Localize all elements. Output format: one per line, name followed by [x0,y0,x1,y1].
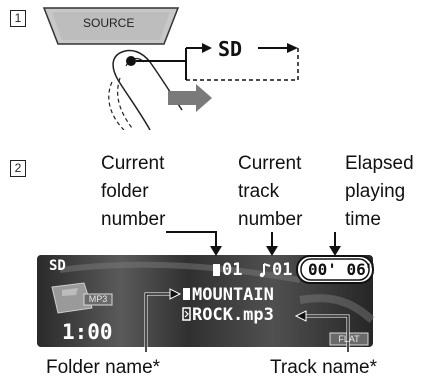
label-current-folder-number-line1: Current [101,153,165,174]
display-format-tag: MP3 [88,294,108,304]
display-eq-tag: FLAT [338,334,360,344]
source-sd-label: SD [218,37,243,61]
label-elapsed-time-line2: playing [345,181,406,202]
folder-number-connector [166,231,217,248]
display-track-name: ROCK.mp3 [192,305,274,325]
direction-arrow-icon [168,84,212,112]
step-1-number: 1 [10,10,26,27]
label-current-folder-number-line2: folder [101,181,149,202]
label-current-track-number-line3: number [238,209,303,230]
label-current-track-number-line2: track [238,181,280,202]
finger-outline [112,49,183,130]
label-track-name: Track name* [270,357,377,378]
folder-icon [213,264,220,276]
display-folder-number: 01 [222,260,243,280]
label-elapsed-time-line3: time [345,209,381,230]
folder-name-icon [183,288,190,300]
track-name-icon [182,307,191,321]
label-elapsed-time-line1: Elapsed [345,153,414,174]
display-folder-name: MOUNTAIN [192,285,274,305]
label-folder-name: Folder name* [46,357,161,378]
source-button-label: SOURCE [83,16,135,30]
display-track-number: 01 [272,260,293,280]
note-icon [263,263,271,275]
press-dot [126,56,136,66]
source-button-illustration [42,7,299,130]
step-2-number: 2 [10,160,26,177]
display-clock: 1:00 [62,320,113,344]
display-elapsed-time: 00' 06" [308,260,376,279]
display-source: SD [49,258,66,274]
label-current-track-number-line1: Current [238,153,302,174]
label-current-folder-number-line3: number [101,209,166,230]
